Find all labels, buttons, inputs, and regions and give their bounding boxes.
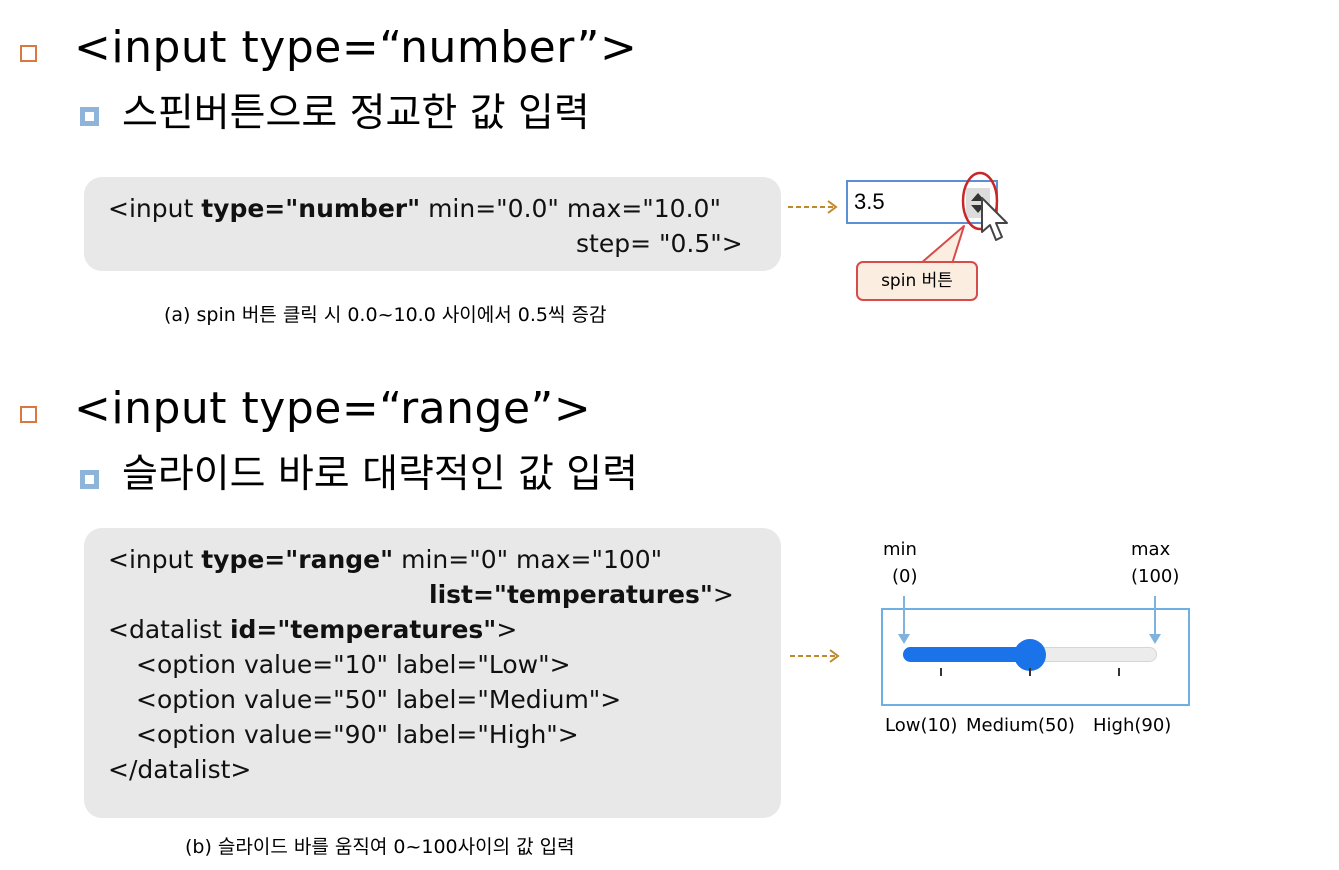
range-max-label: max [1131,539,1171,560]
code-text: > [712,580,734,609]
range-slider-thumb[interactable] [1014,639,1046,671]
code-keyword: type="number" [201,194,421,223]
code-keyword: id="temperatures" [229,615,497,644]
tick-label-low: Low(10) [885,715,958,736]
max-pointer-icon [1149,596,1161,644]
range-tick-mark [940,668,943,676]
range-code-line-7: </datalist> [108,755,252,784]
range-min-value: (0) [892,566,918,587]
section1-bullet-icon [20,45,37,62]
number-code-box: <input type="number" min="0.0" max="10.0… [84,177,781,271]
range-code-line-6: <option value="90" label="High"> [136,720,579,749]
code-text: min="0.0" max="10.0" [420,194,721,223]
min-pointer-icon [898,596,910,644]
range-code-box: <input type="range" min="0" max="100" li… [84,528,781,818]
range-max-value: (100) [1131,566,1180,587]
code-text: <input [108,545,202,574]
section1-heading: <input type=“number”> [74,22,638,73]
range-arrow-icon [790,649,840,663]
range-tick-mark [1029,668,1031,676]
code-text: <input [108,194,202,223]
number-arrow-icon [788,200,838,214]
range-code-line-2: list="temperatures"> [429,577,734,612]
section2-bullet-icon [20,406,37,423]
code-keyword: list="temperatures" [429,580,713,609]
code-keyword: type="range" [201,545,394,574]
code-text: min="0" max="100" [393,545,663,574]
cursor-icon [981,197,1008,241]
spin-button-callout: spin 버튼 [856,261,978,301]
code-text: <datalist [108,615,230,644]
number-input-value: 3.5 [854,189,885,214]
range-code-line-3: <datalist id="temperatures"> [108,612,517,647]
spin-highlight-icon [961,171,999,231]
section2-heading: <input type=“range”> [74,383,592,434]
tick-label-high: High(90) [1093,715,1172,736]
range-slider-fill [903,647,1030,662]
range-min-label: min [883,539,917,560]
range-caption: (b) 슬라이드 바를 움직여 0~100사이의 값 입력 [185,836,575,858]
range-demo-frame [881,608,1190,706]
range-code-line-5: <option value="50" label="Medium"> [136,685,622,714]
callout-pointer-icon [919,225,965,265]
tick-label-medium: Medium(50) [966,715,1075,736]
number-code-line-1: <input type="number" min="0.0" max="10.0… [108,191,721,226]
number-code-line-2: step= "0.5"> [576,229,743,258]
section1-sub-bullet-icon [80,107,99,126]
section2-sub-bullet-icon [80,470,99,489]
number-caption: (a) spin 버튼 클릭 시 0.0~10.0 사이에서 0.5씩 증감 [164,304,607,326]
range-code-line-4: <option value="10" label="Low"> [136,650,571,679]
range-tick-mark [1117,668,1120,676]
section2-subheading: 슬라이드 바로 대략적인 값 입력 [122,452,639,497]
code-text: > [496,615,518,644]
section1-subheading: 스핀버튼으로 정교한 값 입력 [122,91,590,136]
range-code-line-1: <input type="range" min="0" max="100" [108,542,662,577]
